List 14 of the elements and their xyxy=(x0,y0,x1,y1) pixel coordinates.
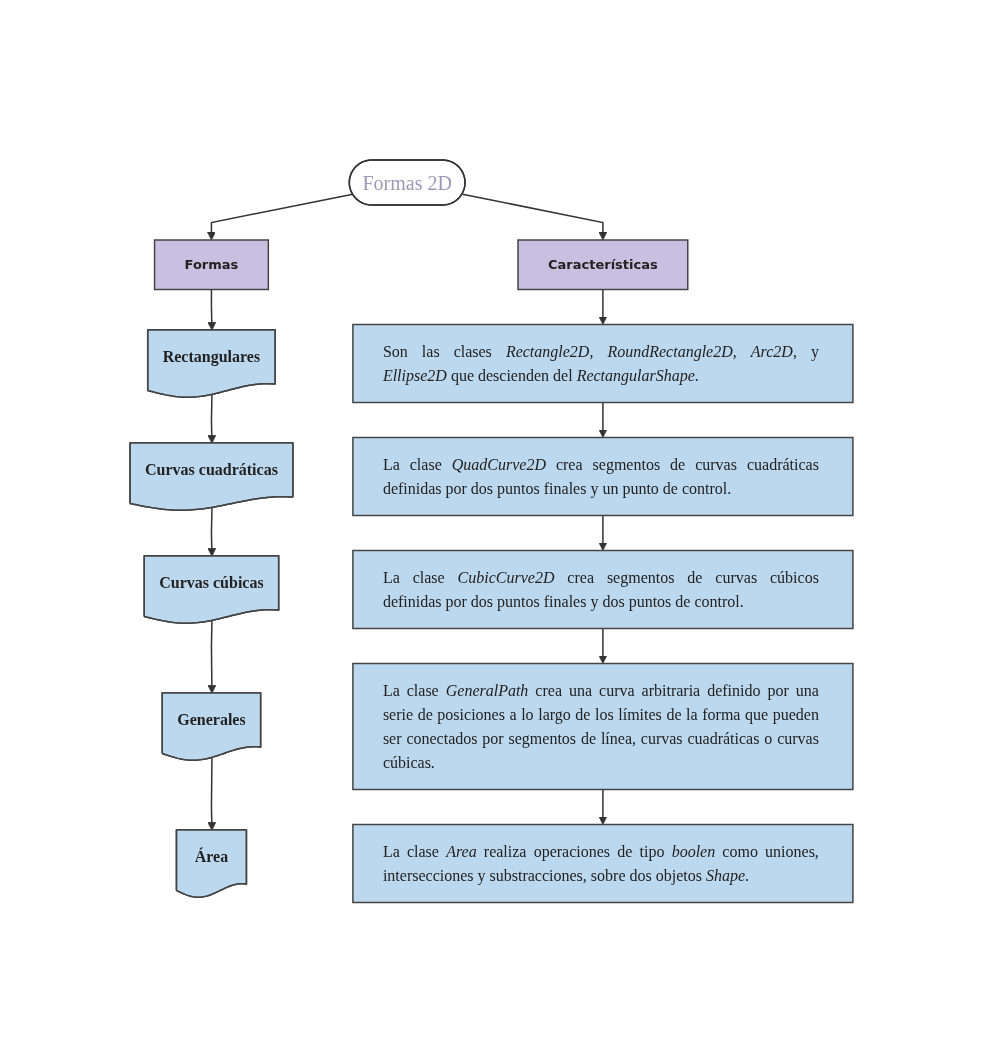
arrow xyxy=(598,788,607,825)
arrow xyxy=(598,288,607,325)
arrow xyxy=(598,627,607,664)
node-box: La clase GeneralPath crea una curva arbitraria definido por una serie de posiciones a lo largo de los límites de la forma que pueden ser conectados por segmentos de línea, curvas cuadráticas o curvas cúbicas. xyxy=(351,662,854,790)
arrow xyxy=(461,193,607,241)
node-box: La clase CubicCurve2D crea segmentos de curvas cúbicos definidas por dos puntos finales y dos puntos de control. xyxy=(351,549,854,629)
arrow xyxy=(598,514,607,551)
node-box: La clase Area realiza operaciones de tipo boolen como uniones, intersecciones y substracciones, sobre dos objetos Shape. xyxy=(351,823,854,903)
node-box: Formas xyxy=(153,239,269,290)
node-box: La clase QuadCurve2D crea segmentos de curvas cuadráticas definidas por dos puntos finales y un punto de control. xyxy=(351,436,854,516)
node-box: Características xyxy=(516,239,689,290)
node-box: Son las clases Rectangle2D, RoundRectangle2D, Arc2D, y Ellipse2D que descienden del RectangularShape. xyxy=(351,323,854,403)
arrow xyxy=(206,193,354,241)
arrow xyxy=(598,401,607,438)
